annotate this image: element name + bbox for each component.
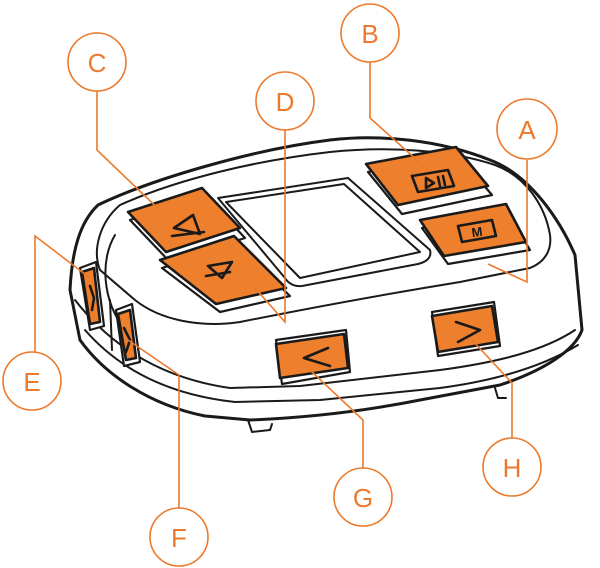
down-arrow-icon — [204, 260, 234, 280]
callout-e: E — [2, 351, 62, 411]
leader-h — [471, 339, 513, 438]
callout-b: B — [340, 3, 400, 63]
callout-a: A — [496, 98, 558, 160]
callout-c: C — [67, 32, 127, 92]
callout-h: H — [482, 437, 542, 497]
menu-glyph: M — [471, 224, 484, 240]
callout-label: E — [23, 367, 40, 397]
play-pause-icon — [410, 168, 456, 194]
leader-f — [127, 339, 180, 510]
leader-d — [254, 130, 286, 325]
leader-e — [34, 234, 91, 352]
play-pause-button[interactable] — [364, 145, 494, 216]
side-chevron-icon — [122, 326, 132, 354]
leader-g — [309, 369, 364, 468]
device-body — [68, 136, 584, 433]
menu-button[interactable]: M — [418, 202, 532, 266]
leader-a — [487, 160, 528, 284]
side-chevron-icon — [88, 284, 96, 312]
callout-label: D — [276, 87, 295, 117]
leader-b — [369, 62, 429, 171]
callout-label: B — [361, 19, 378, 49]
callout-label: F — [171, 523, 187, 553]
up-button[interactable] — [126, 186, 247, 264]
chevron-left-icon — [302, 346, 332, 368]
callout-f: F — [149, 507, 209, 567]
next-button[interactable] — [430, 300, 502, 358]
up-arrow-icon — [170, 213, 206, 238]
menu-icon — [456, 218, 498, 244]
previous-button[interactable] — [274, 328, 352, 386]
right-side-button[interactable] — [114, 302, 142, 368]
callout-label: H — [503, 453, 522, 483]
leader-c — [96, 91, 171, 221]
leader-lines — [34, 62, 528, 510]
callout-d: D — [255, 71, 315, 131]
left-side-button[interactable] — [78, 260, 106, 332]
down-button[interactable] — [158, 234, 292, 314]
callout-g: G — [333, 467, 393, 527]
callout-label: A — [518, 115, 536, 145]
callout-label: G — [353, 483, 373, 513]
callout-label: C — [88, 48, 107, 78]
chevron-right-icon — [454, 320, 482, 344]
